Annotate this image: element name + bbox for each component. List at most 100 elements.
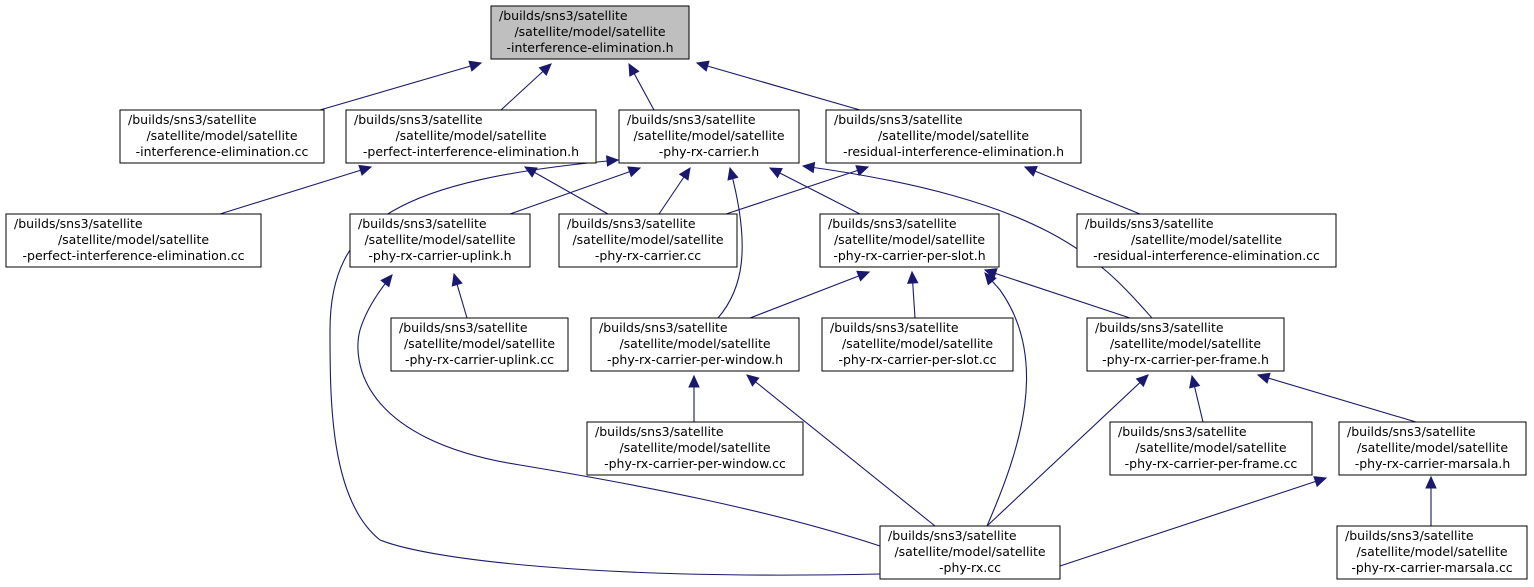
- node-label-line: /satellite/model/satellite: [572, 232, 723, 247]
- node-box: [821, 317, 1014, 372]
- edge-win_h-to-prc_h: [717, 166, 743, 319]
- node-label-line: /satellite/model/satellite: [1356, 544, 1507, 559]
- edge-line: [524, 166, 609, 215]
- node-frame-h[interactable]: /builds/sns3/satellite/satellite/model/s…: [1086, 317, 1285, 372]
- arrowhead-icon: [538, 63, 552, 77]
- arrowhead-icon: [984, 272, 997, 286]
- edge-phyrx_cc-to-frame_h: [986, 374, 1149, 527]
- node-label-line: /satellite/model/satellite: [834, 232, 985, 247]
- node-label-line: /builds/sns3/satellite: [1345, 528, 1474, 543]
- node-box: [590, 317, 800, 372]
- arrowhead-icon: [688, 374, 700, 388]
- edge-slot_cc-to-slot_h: [906, 270, 919, 319]
- arrowhead-icon: [768, 167, 783, 179]
- node-rie-cc[interactable]: /builds/sns3/satellite/satellite/model/s…: [1076, 213, 1337, 268]
- arrowhead-icon: [906, 270, 919, 284]
- arrowhead-icon: [1023, 166, 1038, 177]
- node-pie-cc[interactable]: /builds/sns3/satellite/satellite/model/s…: [5, 213, 262, 268]
- node-label-line: /builds/sns3/satellite: [1118, 424, 1247, 439]
- node-label-line: -phy-rx-carrier.cc: [595, 248, 701, 263]
- node-label-line: -residual-interference-elimination.h: [843, 144, 1064, 159]
- node-label-line: /satellite/model/satellite: [878, 128, 1029, 143]
- node-label-line: /satellite/model/satellite: [619, 336, 770, 351]
- node-box: [1336, 525, 1528, 580]
- edge-ie_cc-to-root: [319, 60, 483, 111]
- node-box: [558, 213, 738, 268]
- edge-line: [769, 167, 861, 215]
- node-rie-h[interactable]: /builds/sns3/satellite/satellite/model/s…: [825, 109, 1082, 164]
- edge-line: [746, 374, 936, 527]
- node-label-line: /builds/sns3/satellite: [627, 112, 756, 127]
- node-label-line: /satellite/model/satellite: [842, 336, 993, 351]
- node-ie-cc[interactable]: /builds/sns3/satellite/satellite/model/s…: [119, 109, 325, 164]
- node-box: [819, 213, 1000, 268]
- edge-pie_cc-to-pie_h: [219, 164, 373, 215]
- node-label-line: /builds/sns3/satellite: [358, 216, 487, 231]
- node-box: [490, 5, 690, 60]
- node-slot-cc[interactable]: /builds/sns3/satellite/satellite/model/s…: [821, 317, 1014, 372]
- arrowhead-icon: [1256, 372, 1271, 384]
- node-label-line: /satellite/model/satellite: [1110, 336, 1261, 351]
- node-label-line: /satellite/model/satellite: [364, 232, 515, 247]
- node-win-h[interactable]: /builds/sns3/satellite/satellite/model/s…: [590, 317, 800, 372]
- node-label-line: -phy-rx.cc: [939, 560, 1001, 575]
- node-frame-cc[interactable]: /builds/sns3/satellite/satellite/model/s…: [1109, 421, 1313, 476]
- node-up-h[interactable]: /builds/sns3/satellite/satellite/model/s…: [349, 213, 531, 268]
- node-mars-cc[interactable]: /builds/sns3/satellite/satellite/model/s…: [1336, 525, 1528, 580]
- node-label-line: /builds/sns3/satellite: [14, 216, 143, 231]
- node-box: [1109, 421, 1313, 476]
- edge-win_cc-to-win_h: [688, 374, 700, 422]
- node-label-line: -phy-rx-carrier-per-window.h: [607, 352, 783, 367]
- arrowhead-icon: [451, 272, 463, 287]
- node-box: [1076, 213, 1337, 268]
- edge-phyrx_cc-to-slot_h: [984, 272, 1027, 527]
- node-label-line: /builds/sns3/satellite: [599, 320, 728, 335]
- edge-slot_h-to-prc_h: [768, 167, 861, 215]
- node-label-line: -phy-rx-carrier-uplink.cc: [405, 352, 554, 367]
- node-label-line: -perfect-interference-elimination.h: [363, 144, 579, 159]
- edge-line: [717, 167, 743, 319]
- arrowhead-icon: [380, 274, 393, 288]
- arrowhead-icon: [628, 62, 640, 77]
- node-up-cc[interactable]: /builds/sns3/satellite/satellite/model/s…: [390, 317, 569, 372]
- arrowhead-icon: [1313, 476, 1328, 488]
- edge-line: [357, 274, 881, 547]
- node-mars-h[interactable]: /builds/sns3/satellite/satellite/model/s…: [1338, 421, 1527, 476]
- arrowhead-icon: [627, 166, 642, 178]
- node-label-line: /builds/sns3/satellite: [830, 320, 959, 335]
- node-box: [119, 109, 325, 164]
- node-label-line: /builds/sns3/satellite: [828, 216, 957, 231]
- node-win-cc[interactable]: /builds/sns3/satellite/satellite/model/s…: [586, 421, 804, 476]
- node-root: /builds/sns3/satellite/satellite/model/s…: [490, 5, 690, 60]
- node-label-line: /builds/sns3/satellite: [399, 320, 528, 335]
- edge-line: [509, 167, 641, 215]
- edge-rie_cc-to-rie_h: [1023, 166, 1141, 215]
- edge-line: [1257, 374, 1417, 423]
- node-phyrx-cc[interactable]: /builds/sns3/satellite/satellite/model/s…: [879, 525, 1061, 580]
- node-label-line: -phy-rx-carrier-marsala.cc: [1351, 560, 1512, 575]
- node-prc-cc[interactable]: /builds/sns3/satellite/satellite/model/s…: [558, 213, 738, 268]
- edge-prc_cc-to-rie_h: [725, 165, 870, 215]
- node-pie-h[interactable]: /builds/sns3/satellite/satellite/model/s…: [345, 109, 597, 164]
- edge-line: [984, 272, 1027, 527]
- node-prc-h[interactable]: /builds/sns3/satellite/satellite/model/s…: [618, 109, 800, 164]
- arrowhead-icon: [856, 270, 871, 282]
- node-label-line: /builds/sns3/satellite: [834, 112, 963, 127]
- node-box: [5, 213, 262, 268]
- arrowhead-icon: [1135, 374, 1149, 388]
- node-slot-h[interactable]: /builds/sns3/satellite/satellite/model/s…: [819, 213, 1000, 268]
- edge-phyrx_cc-to-win_h: [746, 374, 936, 527]
- edge-line: [725, 166, 869, 215]
- arrowhead-icon: [468, 60, 483, 72]
- arrowhead-icon: [523, 166, 538, 178]
- edge-rie_h-to-root: [695, 60, 861, 111]
- node-label-line: /satellite/model/satellite: [146, 128, 297, 143]
- node-label-line: /satellite/model/satellite: [1131, 232, 1282, 247]
- edge-layer: [219, 60, 1437, 576]
- node-label-line: -phy-rx-carrier-marsala.h: [1355, 456, 1511, 471]
- arrowhead-icon: [1189, 374, 1201, 389]
- node-label-line: -phy-rx-carrier-per-window.cc: [604, 456, 786, 471]
- node-layer: /builds/sns3/satellite/satellite/model/s…: [5, 5, 1528, 580]
- edge-phyrx_cc-to-prc_h: [329, 155, 881, 576]
